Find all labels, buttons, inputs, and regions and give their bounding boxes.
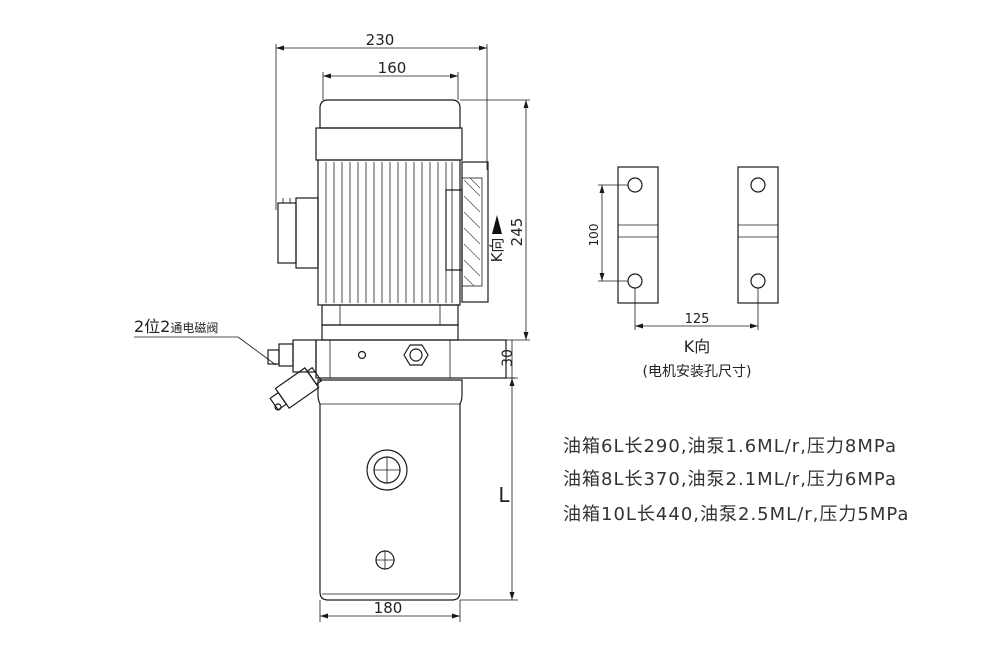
valve-label: 2位2通电磁阀 — [134, 317, 218, 336]
spec-line-2: 油箱8L长370,油泵2.1ML/r,压力6MPa — [563, 469, 897, 490]
dim-180-label: 180 — [374, 599, 403, 617]
dim-overall-width: 230 — [275, 31, 488, 210]
dim-L-label: L — [498, 483, 510, 507]
dim-30-label: 30 — [500, 349, 516, 367]
k-direction-arrow: K向 — [488, 215, 506, 262]
dim-tank-length: L — [460, 377, 518, 601]
spec-line-3: 油箱10L长440,油泵2.5ML/r,压力5MPa — [563, 504, 910, 525]
dim-245-label: 245 — [508, 218, 526, 247]
solenoid-valve — [267, 339, 323, 411]
dim-160-label: 160 — [378, 59, 407, 77]
k-arrow-label: K向 — [488, 238, 506, 263]
dim-block-height: 30 — [500, 340, 516, 379]
oil-tank — [317, 379, 463, 601]
dim-hole-vertical: 100 — [587, 184, 628, 282]
spec-line-1: 油箱6L长290,油泵1.6ML/r,压力8MPa — [563, 436, 897, 457]
valve-leader: 2位2通电磁阀 — [134, 317, 277, 366]
k-view-left-plate — [617, 166, 659, 304]
k-view-right-plate — [737, 166, 779, 304]
dim-tank-width: 180 — [319, 599, 461, 622]
dim-height-right: 245 — [460, 99, 530, 341]
dim-125-label: 125 — [685, 312, 710, 327]
k-view-title: K向 — [684, 337, 711, 356]
valve-block — [315, 324, 507, 379]
k-view-note: (电机安装孔尺寸) — [643, 364, 752, 380]
dim-motor-width: 160 — [322, 59, 459, 100]
motor — [277, 99, 489, 326]
dim-100-label: 100 — [587, 224, 601, 247]
dim-hole-horizontal: 125 — [634, 288, 759, 330]
dim-230-label: 230 — [366, 31, 395, 49]
